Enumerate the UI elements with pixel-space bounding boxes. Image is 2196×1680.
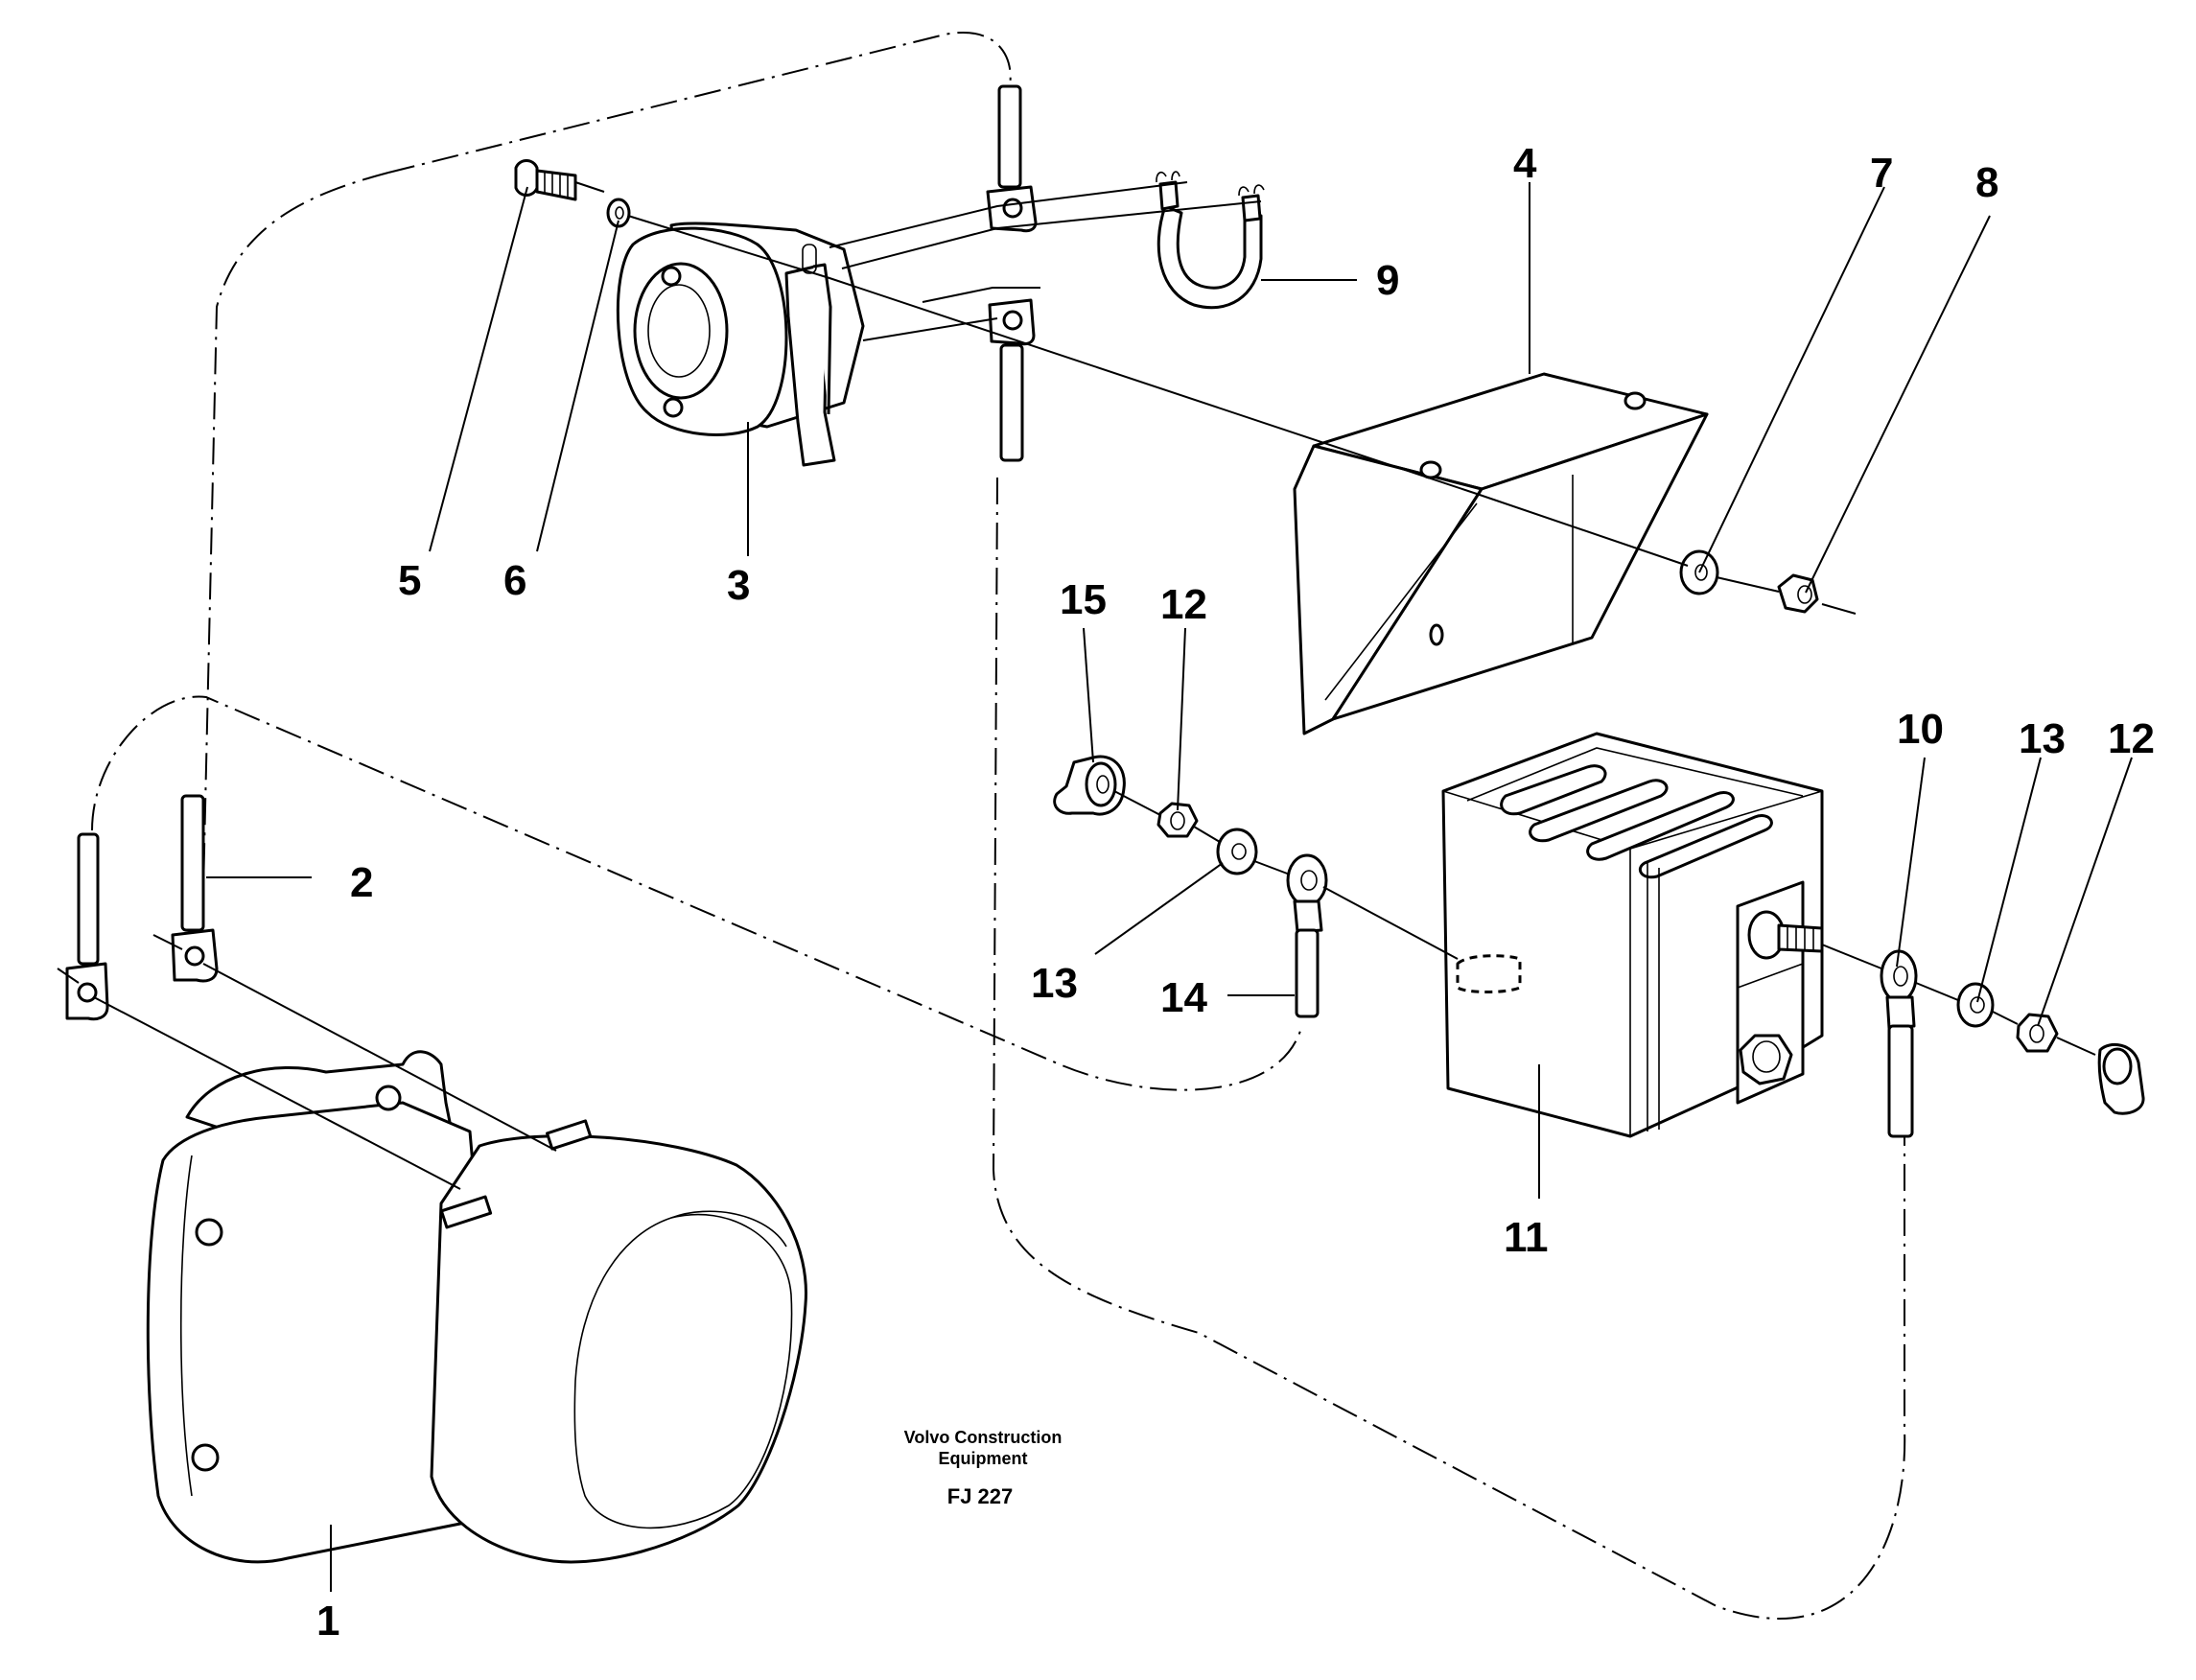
callout-labels: 1 2 3 4 5 6 7 8 9 10 11 12 12 13 13 14 1… — [316, 140, 2155, 1645]
callout-5: 5 — [398, 557, 421, 604]
upper-cables — [986, 84, 1265, 462]
callout-3: 3 — [727, 562, 750, 609]
callout-1: 1 — [316, 1598, 339, 1645]
relay-solenoid — [616, 222, 865, 467]
credit-line-1: Volvo Construction — [904, 1428, 1063, 1447]
callout-15: 15 — [1060, 576, 1107, 623]
callout-4: 4 — [1513, 140, 1537, 187]
cable-lugs-left — [65, 794, 219, 1021]
terminal-hardware-left — [1053, 755, 1328, 1018]
figure-credit: Volvo Construction Equipment FJ 227 — [904, 1428, 1063, 1508]
terminal-box — [1441, 732, 1824, 1138]
wiring-routes — [91, 32, 1906, 1620]
callout-8: 8 — [1975, 159, 1998, 206]
bolt-and-washer — [514, 159, 631, 228]
callout-9: 9 — [1376, 257, 1399, 304]
mounting-bracket — [1293, 372, 1709, 735]
callout-11: 11 — [1504, 1214, 1549, 1261]
callout-14: 14 — [1160, 974, 1207, 1021]
callout-10: 10 — [1897, 706, 1944, 753]
washer-and-nut-bracket — [1679, 549, 1819, 614]
figure-code: FJ 227 — [947, 1484, 1014, 1508]
callout-13-right: 13 — [2019, 715, 2066, 762]
callout-7: 7 — [1870, 150, 1893, 197]
assembly-axes — [57, 181, 2096, 1190]
callout-6: 6 — [503, 557, 526, 604]
terminal-hardware-right — [1880, 949, 2145, 1138]
leader-lines — [206, 182, 2133, 1592]
starter-motor — [146, 1050, 807, 1564]
callout-2: 2 — [350, 859, 373, 906]
credit-line-2: Equipment — [939, 1449, 1028, 1468]
callout-12-upper: 12 — [1160, 581, 1207, 628]
callout-12-right: 12 — [2108, 715, 2155, 762]
callout-13-left: 13 — [1031, 960, 1078, 1007]
